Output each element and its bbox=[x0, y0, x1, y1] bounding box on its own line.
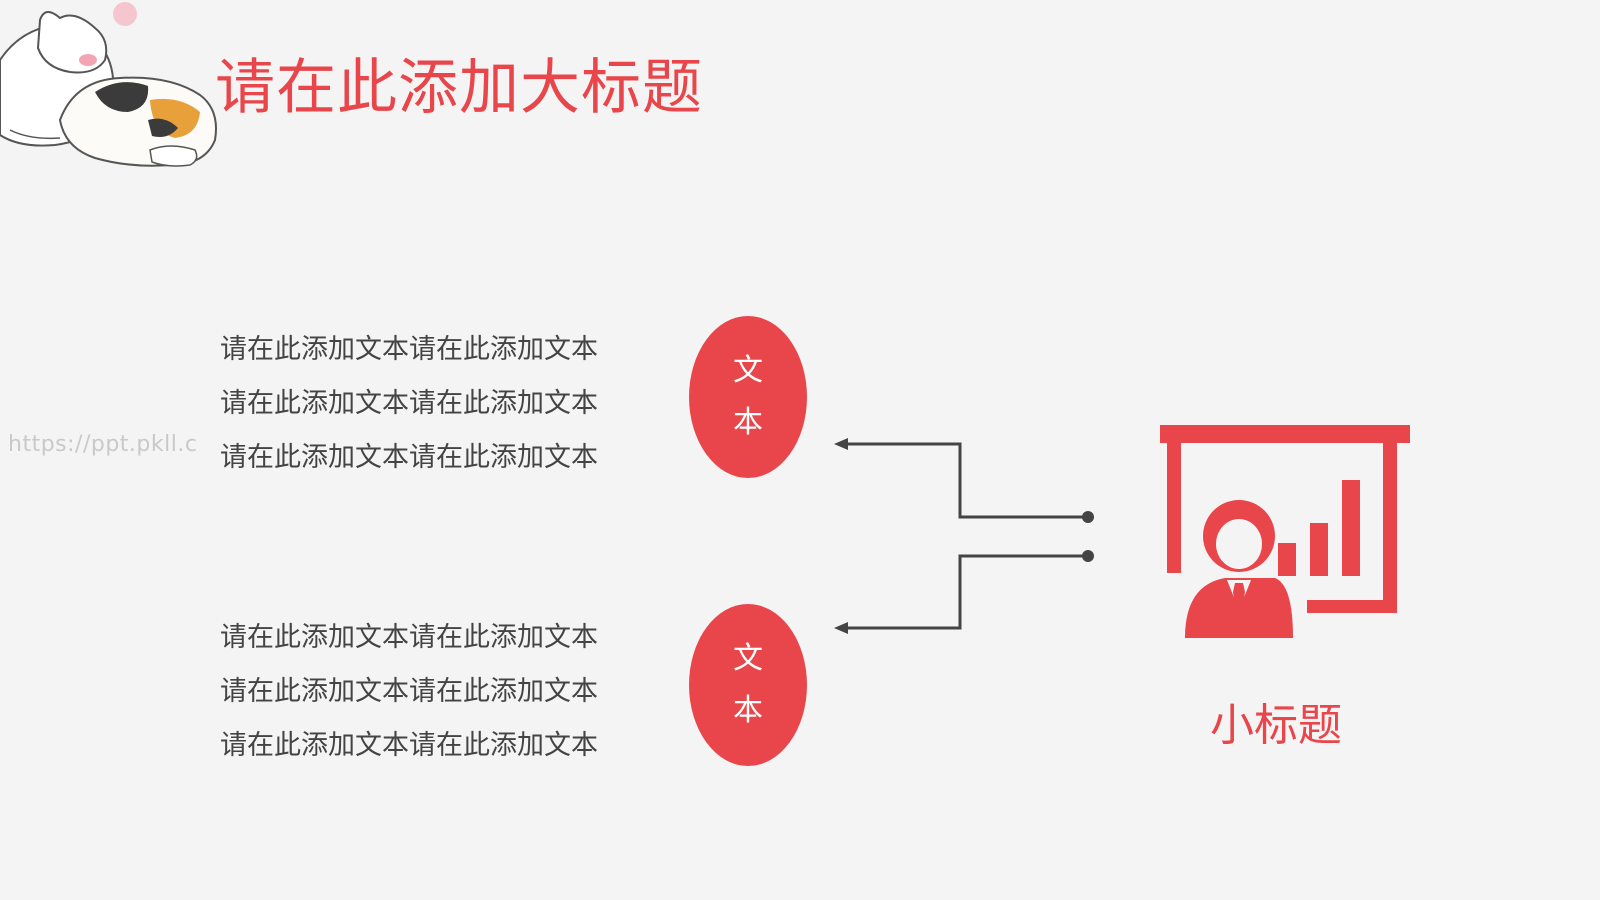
connector-dot-bottom bbox=[1082, 550, 1094, 562]
cat-illustration bbox=[0, 2, 217, 167]
badge-char: 文 bbox=[733, 353, 763, 388]
text-block-bottom: 请在此添加文本请在此添加文本 请在此添加文本请在此添加文本 请在此添加文本请在此… bbox=[220, 611, 598, 773]
page-title: 请在此添加大标题 bbox=[215, 53, 703, 123]
arrowhead-bottom bbox=[834, 622, 848, 634]
text-line: 请在此添加文本请在此添加文本 bbox=[220, 730, 598, 761]
connector-bottom bbox=[840, 554, 1088, 630]
presenter-chart-icon bbox=[1160, 425, 1410, 638]
connector-top bbox=[840, 442, 1088, 519]
badge-char: 本 bbox=[733, 693, 763, 728]
text-line: 请在此添加文本请在此添加文本 bbox=[220, 622, 598, 653]
connector-dot-top bbox=[1082, 511, 1094, 523]
badge-char: 文 bbox=[733, 641, 763, 676]
text-badge-bottom: 文 本 bbox=[689, 604, 807, 766]
text-line: 请在此添加文本请在此添加文本 bbox=[220, 442, 598, 473]
text-badge-top: 文 本 bbox=[689, 316, 807, 478]
watermark: https://ppt.pkll.c bbox=[8, 432, 198, 457]
arrowhead-top bbox=[834, 438, 848, 450]
subtitle: 小标题 bbox=[1210, 700, 1342, 751]
text-line: 请在此添加文本请在此添加文本 bbox=[220, 388, 598, 419]
badge-char: 本 bbox=[733, 405, 763, 440]
text-line: 请在此添加文本请在此添加文本 bbox=[220, 676, 598, 707]
text-block-top: 请在此添加文本请在此添加文本 请在此添加文本请在此添加文本 请在此添加文本请在此… bbox=[220, 323, 598, 485]
text-line: 请在此添加文本请在此添加文本 bbox=[220, 334, 598, 365]
